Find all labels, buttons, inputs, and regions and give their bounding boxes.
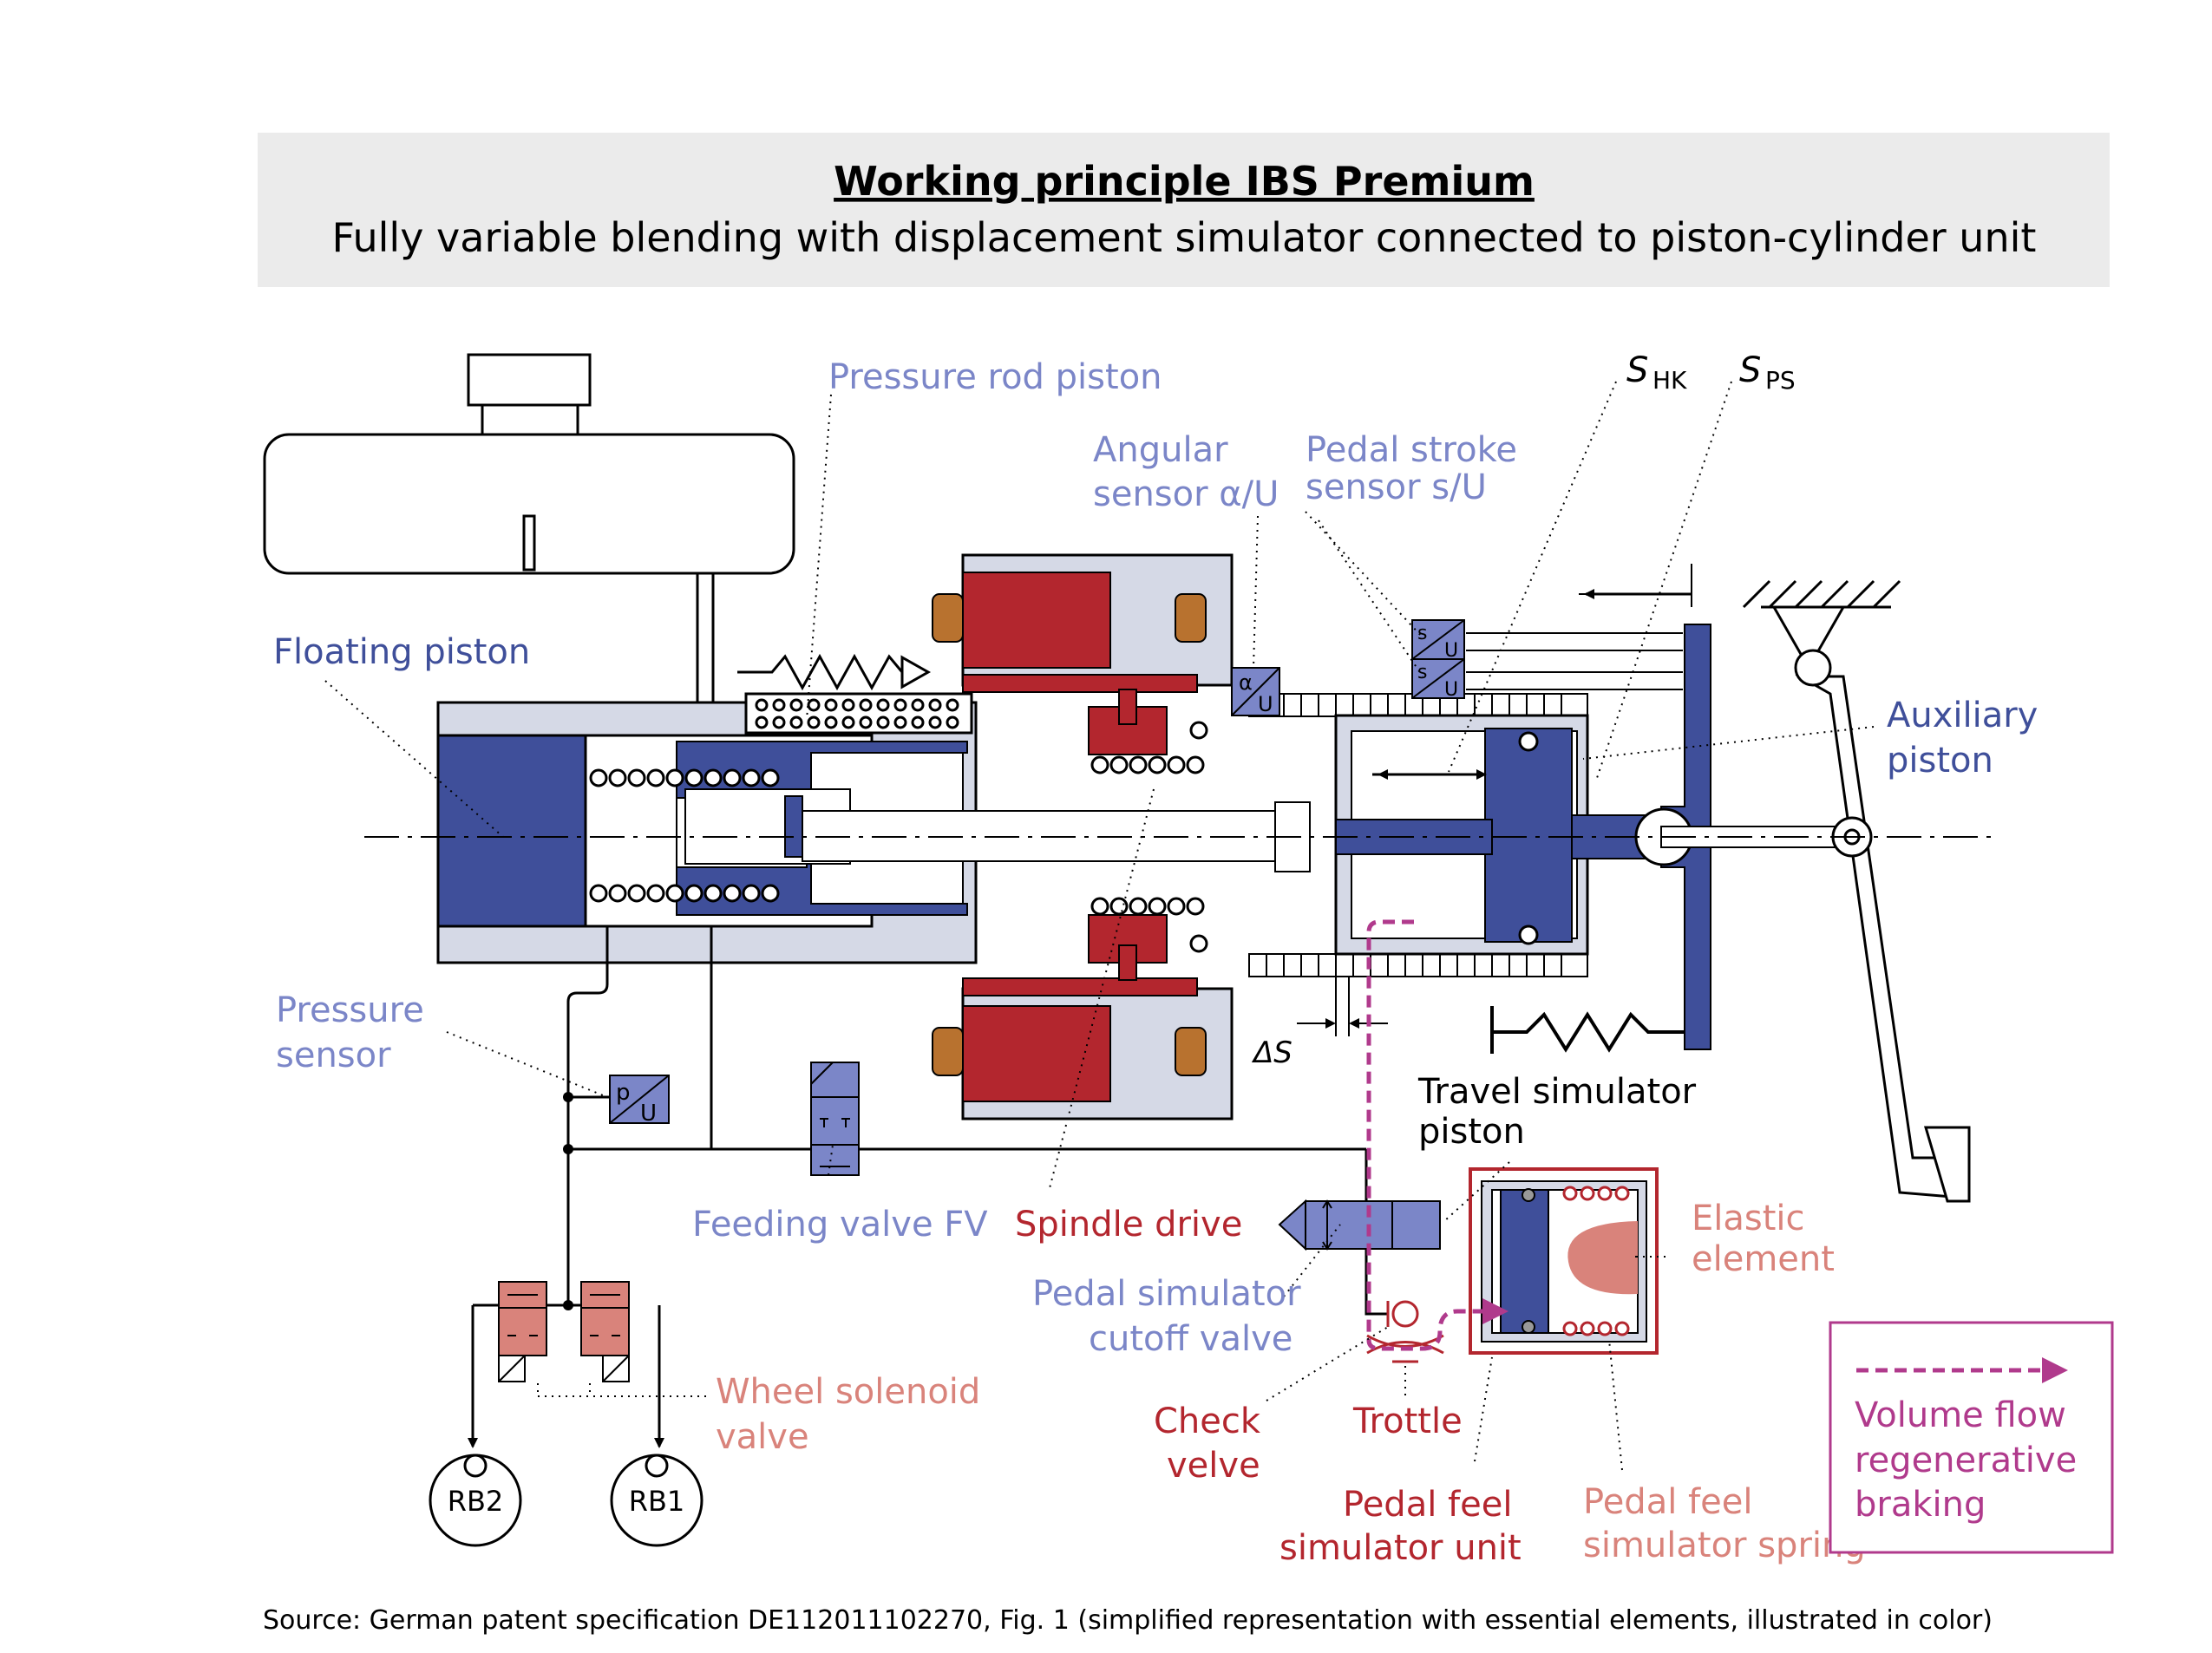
label-s-hk-sub: HK — [1652, 366, 1687, 395]
fluid-reservoir — [263, 353, 795, 702]
rb1-label: RB1 — [629, 1485, 685, 1518]
return-spring — [1490, 1006, 1685, 1054]
legend-box: Volume flow regenerative braking — [1829, 1321, 2114, 1554]
label-wheel-valve-2: valve — [716, 1417, 809, 1457]
label-pressure-sensor-1: Pressure — [276, 990, 424, 1030]
label-s-ps-sub: PS — [1765, 366, 1796, 395]
pressure-rod-spring — [737, 653, 973, 735]
label-wheel-valve-1: Wheel solenoid — [716, 1372, 980, 1412]
stroke-sensor-u1: U — [1444, 640, 1458, 662]
label-elastic-1: Elastic — [1692, 1199, 1805, 1238]
label-floating-piston: Floating piston — [273, 632, 530, 672]
floating-piston-springs — [589, 768, 780, 903]
page-title: Working principle IBS Premium — [834, 158, 1535, 205]
stroke-sensor-s2: s — [1417, 662, 1427, 683]
rb2-label: RB2 — [448, 1485, 504, 1518]
label-auxiliary-2: piston — [1887, 741, 1993, 781]
pressure-sensor: p U — [609, 1075, 670, 1127]
pressure-sensor-p: p — [616, 1080, 631, 1106]
wheel-rb2 — [429, 1454, 522, 1547]
motor-housing — [932, 553, 1234, 1121]
label-pedal-stroke-1: Pedal stroke — [1306, 430, 1517, 470]
source-footer: Source: German patent specification DE11… — [263, 1605, 1993, 1636]
page-subtitle: Fully variable blending with displacemen… — [332, 214, 2037, 261]
auxiliary-cylinder — [1334, 714, 1703, 956]
label-pressure-rod-piston: Pressure rod piston — [828, 357, 1162, 397]
label-auxiliary-1: Auxiliary — [1887, 696, 2038, 735]
stroke-sensor-s1: s — [1417, 623, 1427, 644]
delta-s-marker — [1297, 976, 1388, 1036]
wheel-rb1 — [610, 1454, 704, 1547]
stroke-sensor-u2: U — [1444, 679, 1458, 701]
wheel-valve-rb1 — [580, 1281, 630, 1382]
junction-dots — [563, 1092, 573, 1310]
check-valve — [1366, 1300, 1444, 1363]
sensor-rods — [1466, 564, 1692, 690]
label-travel-sim-1: Travel simulator — [1417, 1072, 1697, 1112]
angular-sensor-alpha: α — [1239, 670, 1253, 695]
leader-lines — [324, 381, 1875, 1471]
legend-line-2: regenerative — [1855, 1441, 2077, 1480]
legend-line-1: Volume flow — [1855, 1395, 2066, 1435]
label-feel-spring-2: simulator spring — [1583, 1526, 1866, 1565]
label-feel-spring-1: Pedal feel — [1583, 1482, 1752, 1522]
angular-sensor: α U — [1231, 667, 1280, 716]
volume-flow-path — [1366, 919, 1508, 1351]
label-throttle: Trottle — [1352, 1401, 1463, 1441]
label-pedal-stroke-2: sensor s/U — [1306, 467, 1487, 507]
header-panel — [258, 133, 2110, 287]
cutoff-valve — [1278, 1199, 1441, 1251]
label-s-hk: S — [1626, 350, 1648, 390]
label-pressure-sensor-2: sensor — [276, 1036, 391, 1075]
label-feeding-valve: Feeding valve FV — [692, 1205, 988, 1245]
label-travel-sim-2: piston — [1418, 1112, 1525, 1152]
wheel-valve-rb2 — [498, 1281, 547, 1382]
label-feel-unit-2: simulator unit — [1279, 1528, 1522, 1568]
delta-s-label: ΔS — [1251, 1036, 1293, 1070]
label-spindle-drive: Spindle drive — [1015, 1205, 1242, 1245]
legend-line-3: braking — [1855, 1485, 1986, 1525]
pedal-stroke-sensor: s U s U — [1411, 619, 1465, 701]
spindle-drive — [962, 674, 1198, 996]
label-feel-unit-1: Pedal feel — [1343, 1485, 1512, 1525]
label-elastic-2: element — [1692, 1239, 1835, 1279]
label-angular-sensor-2: sensor α/U — [1093, 474, 1279, 514]
label-s-ps: S — [1739, 350, 1761, 390]
label-check-1: Check — [1154, 1401, 1261, 1441]
label-cutoff-1: Pedal simulator — [1032, 1274, 1301, 1314]
angular-sensor-u: U — [1258, 692, 1273, 716]
label-cutoff-2: cutoff valve — [1089, 1319, 1293, 1359]
pressure-sensor-u: U — [640, 1101, 657, 1127]
label-check-2: velve — [1167, 1446, 1260, 1486]
brake-pedal — [1742, 579, 1971, 1203]
pedal-feel-simulator-unit — [1469, 1167, 1659, 1355]
feeding-valve — [810, 1062, 860, 1176]
label-angular-sensor-1: Angular — [1093, 430, 1228, 470]
